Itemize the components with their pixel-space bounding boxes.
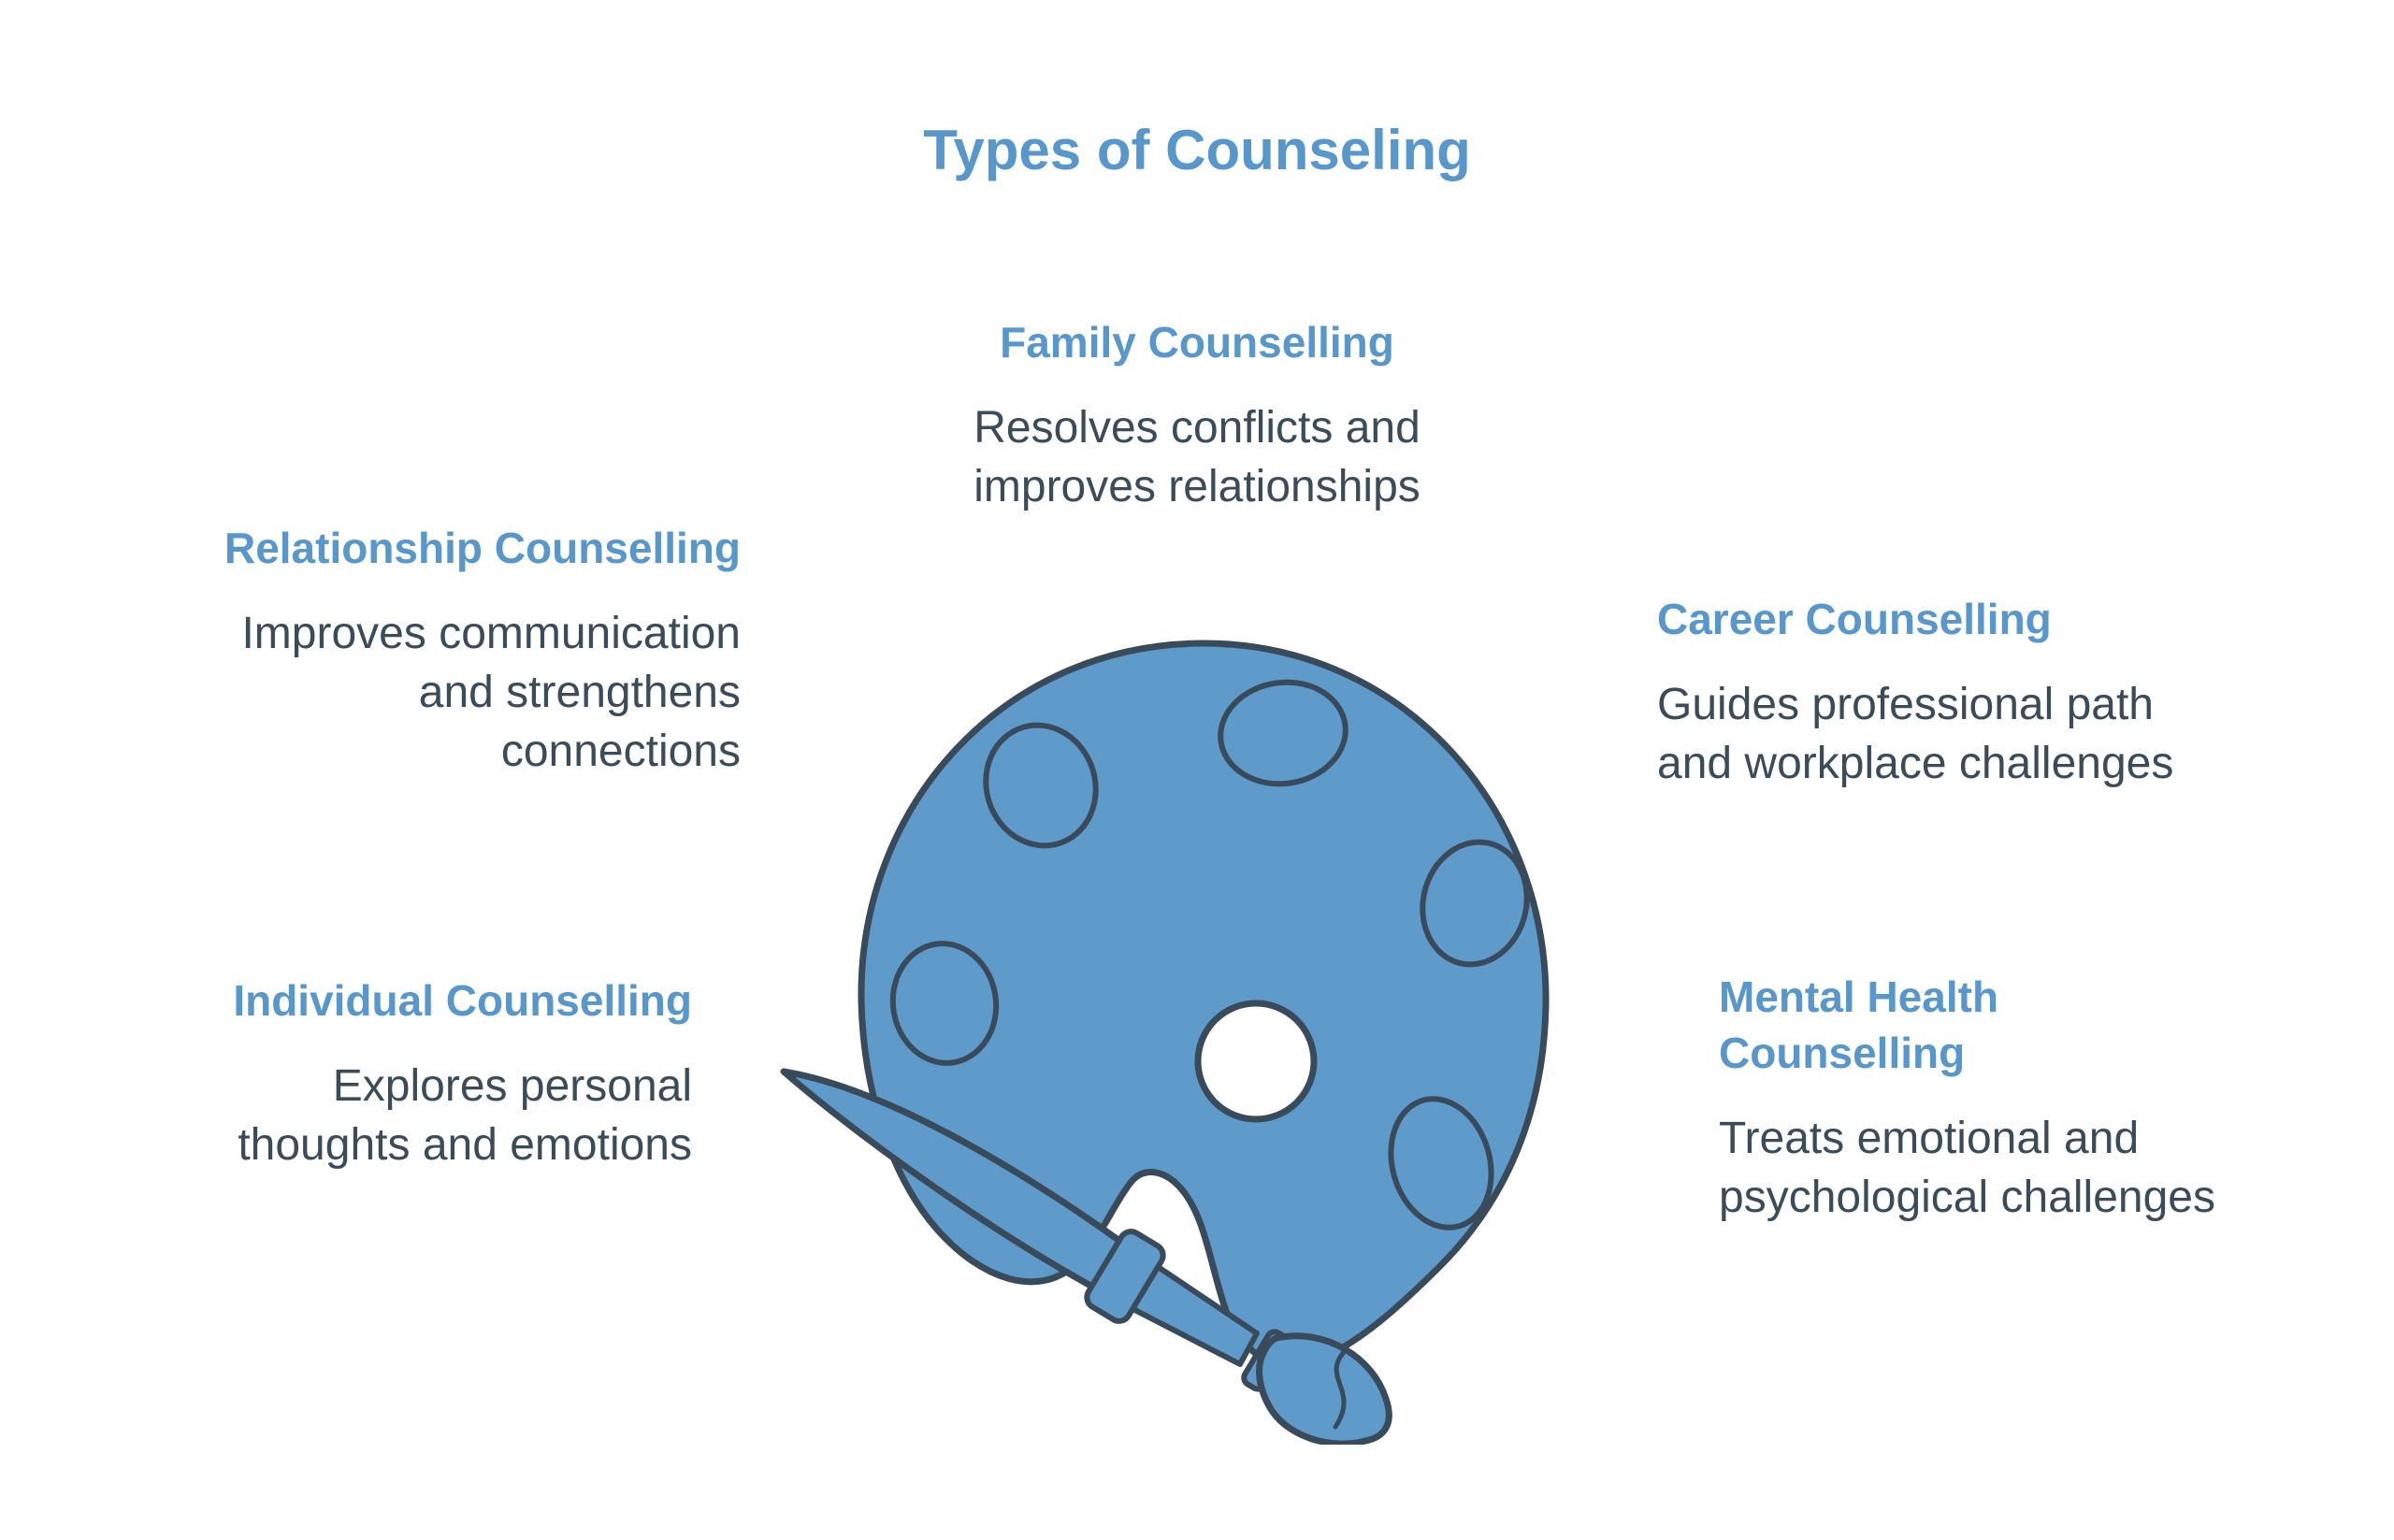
section-family-counselling: Family Counselling Resolves conflicts an… <box>776 314 1618 516</box>
family-heading: Family Counselling <box>1000 318 1394 367</box>
career-description-line: Guides professional path <box>1657 680 2154 729</box>
brush-collar <box>1084 1229 1166 1324</box>
relationship-description: Improves communication and strengthens c… <box>30 604 741 781</box>
individual-description-line: Explores personal <box>332 1061 692 1111</box>
paint-well <box>1420 839 1530 968</box>
page-title: Types of Counseling <box>923 119 1471 181</box>
section-individual-counselling: Individual Counselling Explores personal… <box>56 972 692 1174</box>
mental-health-description-line: Treats emotional and <box>1719 1114 2140 1163</box>
palette-disc <box>858 640 1550 1369</box>
individual-description-line: thoughts and emotions <box>238 1120 692 1170</box>
thumb-hole <box>1194 1000 1318 1123</box>
career-heading: Career Counselling <box>1657 595 2052 643</box>
family-description-line: Resolves conflicts and <box>973 403 1421 453</box>
paint-well <box>983 722 1099 849</box>
section-mental-health-counselling: Mental Health Counselling Treats emotion… <box>1719 969 2373 1227</box>
family-description-line: improves relationships <box>973 462 1421 511</box>
paint-well <box>889 941 1000 1066</box>
individual-description: Explores personal thoughts and emotions <box>56 1057 692 1174</box>
relationship-description-line: and strengthens <box>418 668 741 717</box>
family-description: Resolves conflicts and improves relation… <box>776 398 1618 516</box>
relationship-heading: Relationship Counselling <box>224 524 741 572</box>
bristle-paint-line <box>1333 1349 1347 1430</box>
mental-health-description: Treats emotional and psychological chall… <box>1719 1109 2373 1227</box>
paint-well <box>1388 1096 1494 1231</box>
mental-health-heading-line: Counselling <box>1719 1029 1966 1077</box>
section-career-counselling: Career Counselling Guides professional p… <box>1657 591 2387 793</box>
relationship-description-line: Improves communication <box>241 609 741 658</box>
painter-palette-icon <box>767 636 1580 1445</box>
career-description-line: and workplace challenges <box>1657 739 2174 788</box>
relationship-description-line: connections <box>500 727 741 776</box>
individual-heading: Individual Counselling <box>233 976 692 1025</box>
mental-health-description-line: psychological challenges <box>1719 1173 2215 1222</box>
paint-well <box>1218 679 1348 787</box>
mental-health-heading: Mental Health Counselling <box>1719 969 2373 1081</box>
section-relationship-counselling: Relationship Counselling Improves commun… <box>30 520 741 781</box>
brush-bristles <box>1256 1332 1392 1445</box>
palette-svg <box>780 640 1550 1445</box>
mental-health-heading-line: Mental Health <box>1719 972 1999 1021</box>
career-description: Guides professional path and workplace c… <box>1657 675 2387 793</box>
